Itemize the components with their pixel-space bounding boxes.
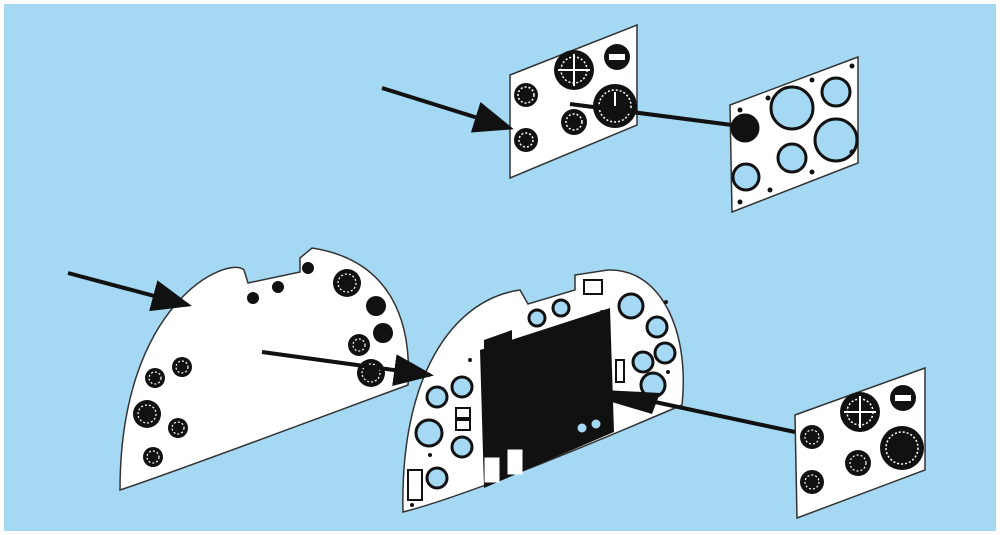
lower-instrument-panel-printed (119, 247, 410, 492)
gauge-icon (143, 447, 163, 467)
gauge-icon (145, 368, 165, 388)
gauge-icon (247, 292, 259, 304)
gauge-icon (333, 269, 361, 297)
gauge-icon (272, 281, 284, 293)
gauge-icon (373, 323, 393, 343)
gauge-icon (593, 84, 637, 128)
arrow-icon (67, 271, 192, 312)
upper-instrument-panel-printed (509, 23, 638, 180)
center-console-panel-printed (794, 366, 926, 520)
gauge-icon (133, 400, 161, 428)
gauge-icon (554, 50, 594, 90)
gauge-icon (514, 83, 538, 107)
upper-instrument-panel-etched (729, 55, 859, 214)
gauge-icon (357, 359, 385, 387)
gauge-icon (604, 44, 630, 70)
gauge-icon (366, 296, 386, 316)
gauge-icon (800, 425, 824, 449)
lower-instrument-panel-etched (402, 269, 684, 513)
gauge-icon (302, 262, 314, 274)
gauge-icon (172, 357, 192, 377)
arrow-icon (381, 86, 514, 133)
gauge-icon (845, 450, 871, 476)
arrow-icon (569, 102, 733, 127)
arrows (67, 86, 733, 386)
gauge-icon (514, 128, 538, 152)
arrow-icon (565, 388, 796, 434)
console-cutout (480, 308, 614, 488)
arrow-icon (261, 350, 434, 386)
gauge-icon (840, 392, 880, 432)
gauge-icon (348, 334, 370, 356)
gauge-icon (168, 418, 188, 438)
gauge-icon (880, 426, 924, 470)
gauge-icon (561, 109, 587, 135)
gauge-icon (890, 385, 916, 411)
gauge-icon (800, 470, 824, 494)
